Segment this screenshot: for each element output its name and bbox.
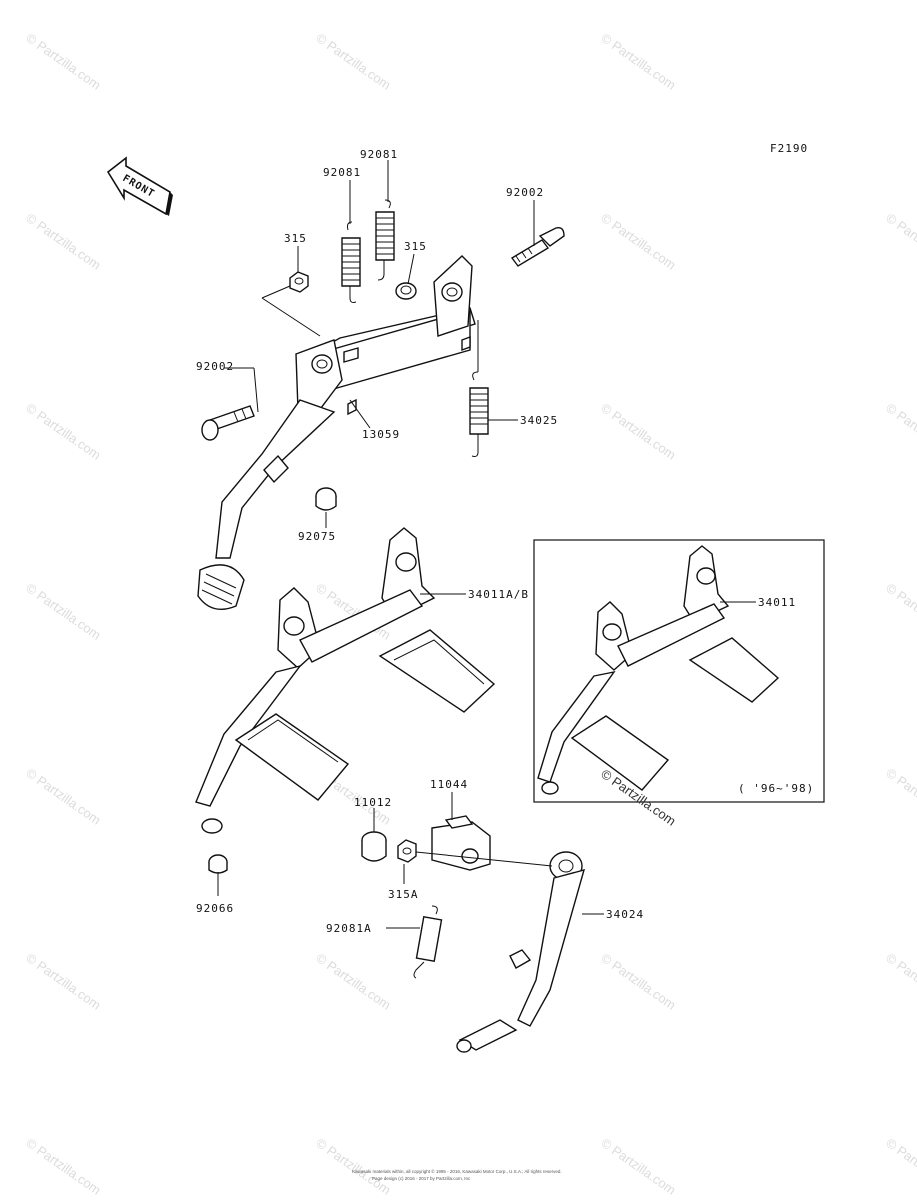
part-labels: 92081 92081 315 315 92002 92002 13059 34… [196, 148, 796, 935]
footer-line-2: Page design (c) 2016 - 2017 by Partzilla… [372, 1176, 471, 1181]
watermark: © Partzilla.com [23, 1135, 103, 1198]
watermark: © Partzilla.com [598, 400, 678, 463]
watermark: © Partzilla.com [883, 400, 917, 463]
watermark: © Partzilla.com [883, 765, 917, 828]
label-13059: 13059 [362, 428, 400, 441]
nut-315-right [395, 282, 417, 300]
label-92081a: 92081A [326, 922, 372, 935]
watermark: © Partzilla.com [313, 950, 393, 1013]
spring-34025 [469, 371, 489, 457]
label-92002-right: 92002 [506, 186, 544, 199]
watermark: © Partzilla.com [883, 1135, 917, 1198]
spring-92081-b [375, 199, 395, 281]
brake-pedal-arm [197, 399, 336, 610]
watermark: © Partzilla.com [598, 1135, 678, 1198]
main-stand-34011ab [195, 527, 496, 834]
watermark: © Partzilla.com [23, 210, 103, 273]
inset-box [533, 539, 825, 803]
bolt-92002-right [510, 226, 565, 267]
front-arrow-icon: FRONT [106, 156, 173, 216]
label-92081-mid: 92081 [323, 166, 361, 179]
label-34024: 34024 [606, 908, 644, 921]
collar-11012 [361, 831, 387, 862]
side-stand-34024 [456, 851, 586, 1053]
watermark: © Partzilla.com [23, 30, 103, 93]
bolt-92002-left [201, 405, 255, 441]
spring-92081-a [341, 221, 361, 303]
watermark: © Partzilla.com [23, 950, 103, 1013]
main-stand-34011-inset [537, 545, 780, 795]
watermark: © Partzilla.com [23, 580, 103, 643]
label-34011ab: 34011A/B [468, 588, 529, 601]
watermark: © Partzilla.com [23, 765, 103, 828]
label-11012: 11012 [354, 796, 392, 809]
watermark: © Partzilla.com [883, 210, 917, 273]
nut-315-left [289, 271, 309, 293]
label-92075: 92075 [298, 530, 336, 543]
leader-lines [217, 160, 756, 929]
label-92081-top: 92081 [360, 148, 398, 161]
label-315-right: 315 [404, 240, 427, 253]
nut-315a [397, 839, 417, 863]
watermark: © Partzilla.com [598, 210, 678, 273]
label-315-left: 315 [284, 232, 307, 245]
plug-92075 [315, 487, 337, 511]
spring-92081a [413, 905, 443, 979]
inset-years: ( '96~'98) [738, 782, 814, 795]
watermark: © Partzilla.com [883, 950, 917, 1013]
watermark: © Partzilla.com [313, 1135, 393, 1198]
plug-92066 [208, 854, 228, 874]
watermark: © Partzilla.com [313, 30, 393, 93]
watermark: © Partzilla.com [598, 30, 678, 93]
watermark: © Partzilla.com [23, 400, 103, 463]
stand-bracket-13059 [295, 255, 476, 424]
label-34025: 34025 [520, 414, 558, 427]
label-34011: 34011 [758, 596, 796, 609]
watermark: © Partzilla.com [598, 950, 678, 1013]
label-92066: 92066 [196, 902, 234, 915]
diagram-code: F2190 [770, 142, 808, 155]
label-315a: 315A [388, 888, 419, 901]
footer-line-1: Kawasaki materials within, all copyright… [352, 1168, 562, 1174]
label-11044: 11044 [430, 778, 468, 791]
switch-11044 [431, 815, 491, 871]
label-92002-left: 92002 [196, 360, 234, 373]
watermark: © Partzilla.com [883, 580, 917, 643]
